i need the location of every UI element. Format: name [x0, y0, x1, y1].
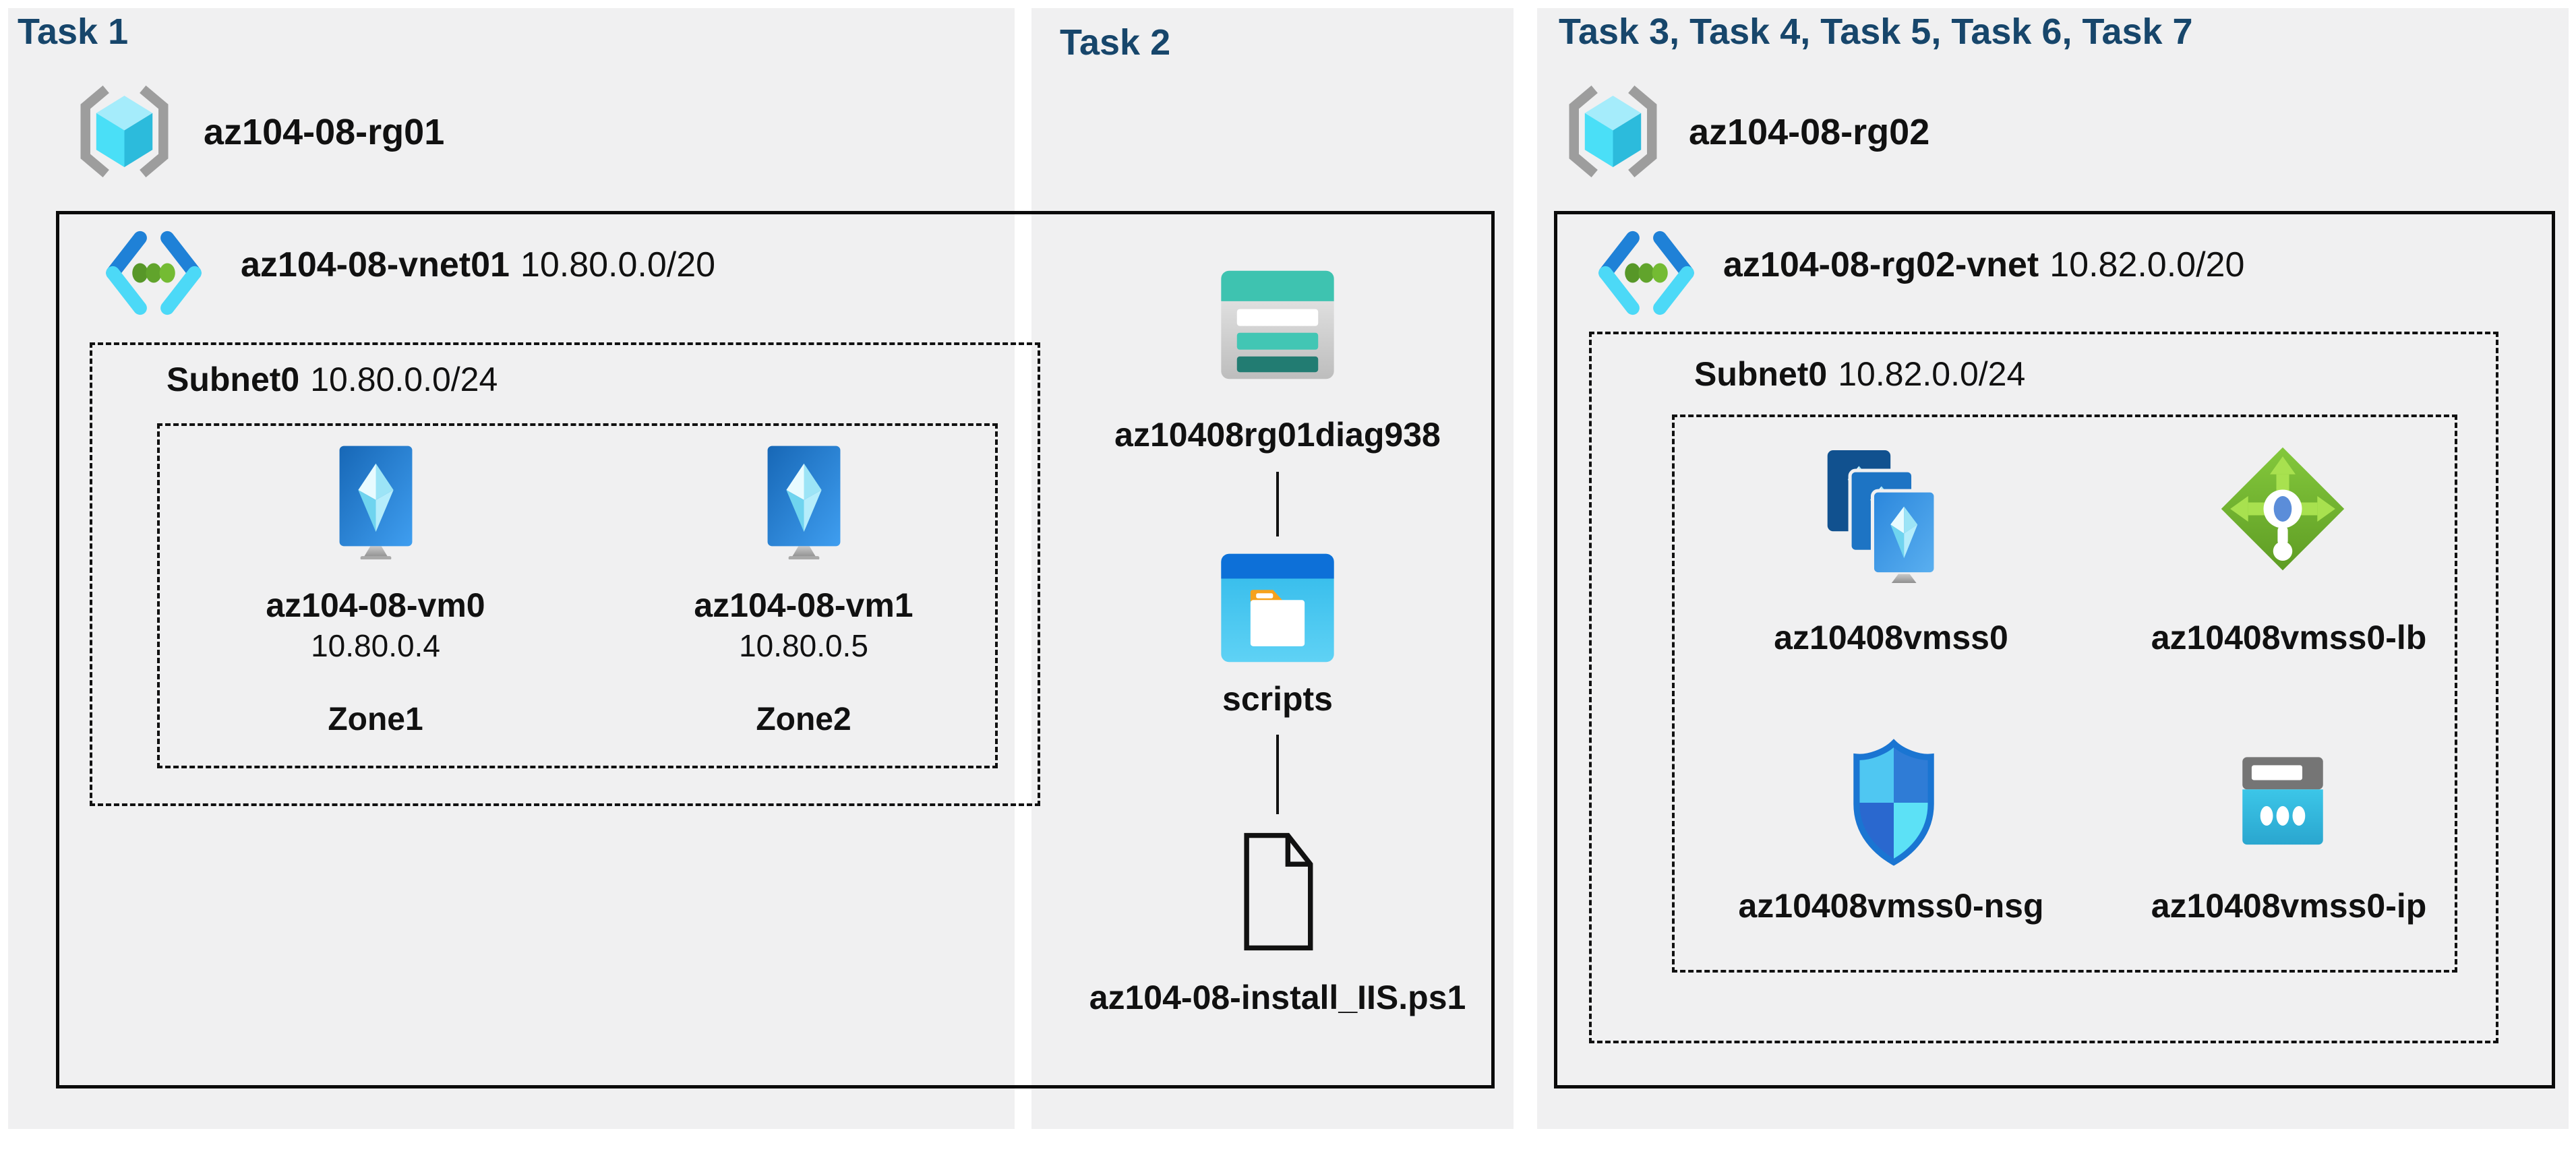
- virtual-network-icon: [102, 229, 205, 317]
- public-ip-name: az10408vmss0-ip: [2151, 887, 2427, 925]
- storage-account-icon: [1219, 267, 1336, 383]
- vm-zone: Zone2: [756, 702, 851, 737]
- container-name: scripts: [1222, 680, 1333, 718]
- nsg-name: az10408vmss0-nsg: [1738, 887, 2044, 925]
- resource-group-icon: [76, 85, 173, 178]
- virtual-machine-icon: [765, 445, 843, 559]
- task1-heading: Task 1: [18, 11, 129, 52]
- subnet-name: Subnet0: [1694, 355, 1828, 393]
- vnet-name: az104-08-rg02-vnet: [1723, 245, 2039, 284]
- resource-group-icon: [1564, 85, 1662, 178]
- virtual-network-icon: [1595, 229, 1698, 317]
- vnet-cidr: 10.82.0.0/20: [2049, 245, 2245, 284]
- task2-heading: Task 2: [1060, 22, 1171, 63]
- load-balancer-icon: [2219, 443, 2347, 574]
- vnet-label: az104-08-rg02-vnet 10.82.0.0/20: [1723, 245, 2244, 285]
- connector-line: [1276, 735, 1279, 814]
- network-security-group-icon: [1848, 739, 1940, 867]
- vnet-name: az104-08-vnet01: [241, 245, 510, 284]
- resource-group-name: az104-08-rg01: [204, 112, 445, 152]
- panel-task3: [1537, 8, 2569, 1129]
- resource-group-name: az104-08-rg02: [1689, 112, 1930, 152]
- blob-container-icon: [1219, 551, 1336, 665]
- vm-name: az104-08-vm0: [266, 586, 485, 624]
- vnet-cidr: 10.80.0.0/20: [520, 245, 716, 284]
- subnet-name: Subnet0: [167, 361, 300, 398]
- file-icon: [1239, 828, 1317, 956]
- vm-zone: Zone1: [328, 702, 423, 737]
- task3-heading: Task 3, Task 4, Task 5, Task 6, Task 7: [1559, 11, 2193, 52]
- virtual-machine-icon: [337, 445, 415, 559]
- vm-name: az104-08-vm1: [694, 586, 913, 624]
- subnet-cidr: 10.82.0.0/24: [1838, 355, 2026, 393]
- vm-scale-set-icon: [1817, 443, 1955, 583]
- connector-line: [1276, 472, 1279, 536]
- storage-account-name: az10408rg01diag938: [1114, 416, 1441, 454]
- file-name: az104-08-install_IIS.ps1: [1089, 979, 1466, 1016]
- vm-ip: 10.80.0.4: [311, 628, 440, 663]
- vmss-name: az10408vmss0: [1774, 619, 2008, 656]
- vnet-label: az104-08-vnet01 10.80.0.0/20: [241, 245, 715, 285]
- subnet-label: Subnet0 10.82.0.0/24: [1694, 355, 2025, 393]
- panel-task1: [8, 8, 1015, 1129]
- vm-ip: 10.80.0.5: [739, 628, 868, 663]
- subnet-cidr: 10.80.0.0/24: [310, 361, 498, 398]
- subnet-label: Subnet0 10.80.0.0/24: [167, 361, 498, 398]
- load-balancer-name: az10408vmss0-lb: [2151, 619, 2427, 656]
- public-ip-icon: [2234, 755, 2331, 849]
